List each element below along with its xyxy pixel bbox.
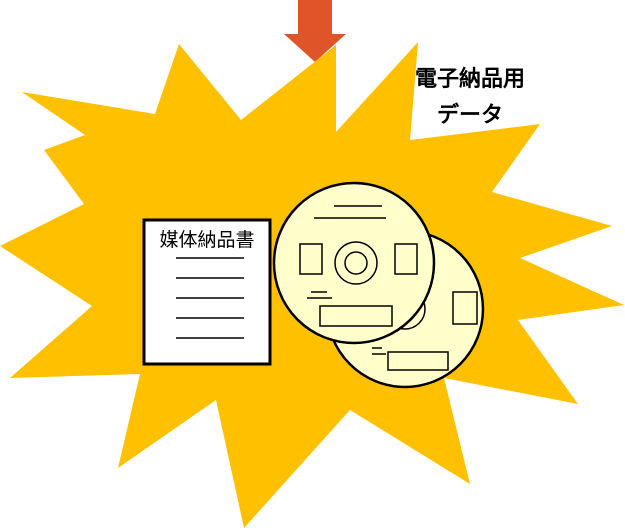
down-arrow-icon bbox=[284, 0, 346, 62]
document-icon bbox=[142, 218, 272, 366]
disc-icon bbox=[272, 181, 436, 345]
heading-line-1: 電子納品用 bbox=[415, 66, 525, 92]
heading-line-2: データ bbox=[437, 102, 503, 128]
document-title: 媒体納品書 bbox=[159, 229, 254, 251]
